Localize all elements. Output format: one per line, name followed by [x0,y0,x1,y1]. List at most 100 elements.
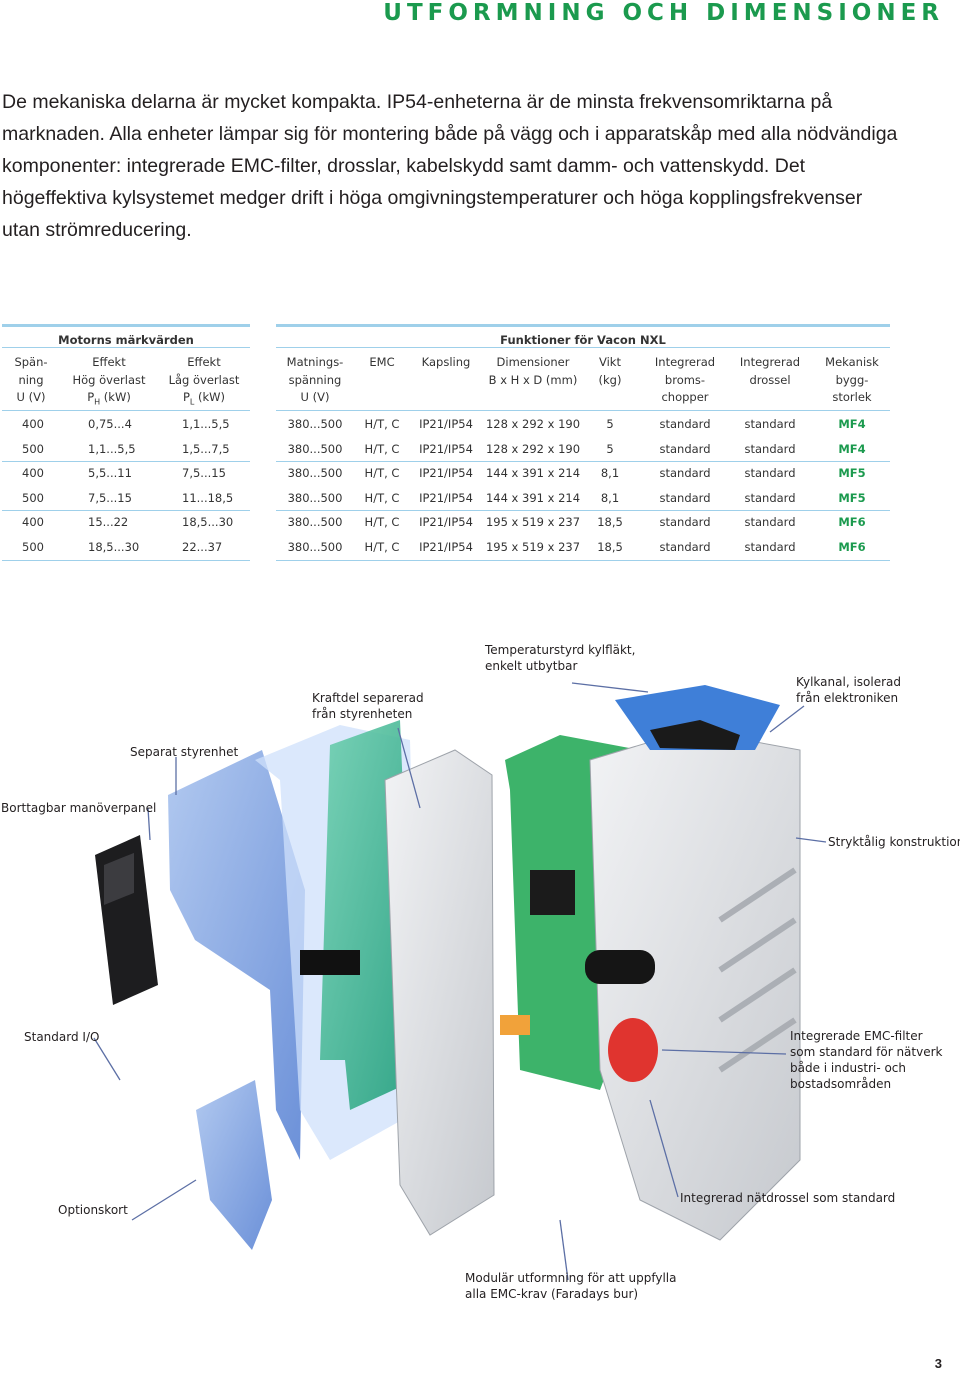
frame-size-cell: MF4 [838,441,866,456]
column-header: Kapsling [421,355,471,369]
choke-coil [608,1018,658,1082]
table-cell: 380...500 [287,466,343,481]
intro-paragraph: De mekaniska delarna är mycket kompakta.… [2,91,898,241]
row-divider [276,510,890,512]
callout-keypad: Borttagbar manöverpanel [1,801,157,815]
table-cell: 8,1 [600,466,620,481]
table-cell: IP21/IP54 [419,417,473,431]
exploded-view-illustration [93,682,827,1281]
table-cell: 18,5 [597,540,623,554]
option-cover [196,1080,272,1250]
table-cell: 380...500 [287,490,343,505]
table-cell: standard [659,515,711,530]
group-header-functions: Funktioner för Vacon NXL [276,324,890,348]
table-cell: 500 [22,490,44,505]
group-header-motor: Motorns märkvärden [2,324,250,348]
table-cell: standard [744,540,796,554]
frame-size-cell: MF4 [838,417,866,431]
table-cell: 0,75...4 [88,417,132,431]
row-divider [276,461,890,463]
column-header: EMC [369,355,395,369]
frame-size-cell: MF6 [838,515,866,530]
table-cell: 1,1...5,5 [182,417,230,431]
frame-size-cell: MF6 [838,540,866,554]
table-cell: standard [659,540,711,554]
table-cell: H/T, C [364,515,400,530]
table-cell: standard [744,490,796,505]
table-cell: H/T, C [364,417,400,431]
table-cell: 500 [22,540,44,554]
table-cell: standard [744,515,796,530]
table-cell: standard [659,466,711,481]
table-cell: 400 [22,466,44,481]
table-cell: IP21/IP54 [419,515,473,530]
frame-size-cell: MF5 [838,466,866,481]
table-cell: 7,5...15 [88,490,132,505]
table-cell: standard [659,490,711,505]
table-cell: 195 x 519 x 237 [485,515,581,530]
frame-size-cell: MF5 [838,490,866,505]
row-divider [2,510,250,512]
callout-standard-io: Standard I/O [24,1030,100,1044]
table-cell: standard [659,417,711,431]
table-cell: IP21/IP54 [419,441,473,456]
table-cell: 380...500 [287,515,343,530]
keypad-display [104,852,134,905]
row-divider [276,559,890,561]
table-cell: standard [744,441,796,456]
table-cell: IP21/IP54 [419,540,473,554]
page-title: UTFORMNING OCH DIMENSIONER [383,0,944,26]
table-cell: 400 [22,417,44,431]
table-cell: standard [744,466,796,481]
power-module [530,870,575,915]
table-cell: IP21/IP54 [419,466,473,481]
table-cell: 18,5 [597,515,623,530]
table-cell: 380...500 [287,417,343,431]
table-cell: H/T, C [364,540,400,554]
front-cover [168,750,305,1160]
table-cell: 8,1 [600,490,620,505]
table-cell: 22...37 [182,540,223,554]
middle-plate [384,749,495,1236]
column-header: Vikt(kg) [598,355,622,387]
orange-connector [500,1015,530,1035]
table-cell: 128 x 292 x 190 [485,417,581,431]
callout-control-unit: Separat styrenhet [130,745,239,759]
table-cell: 11...18,5 [182,490,234,505]
callout-fan: Temperaturstyrd kylfläkt,enkelt utbytbar [485,643,636,673]
table-cell: 380...500 [287,540,343,554]
table-cell: 18,5...30 [182,515,234,530]
table-cell: IP21/IP54 [419,490,473,505]
table-cell: H/T, C [364,441,400,456]
table-cell: 144 x 391 x 214 [485,466,581,481]
table-cell: 18,5...30 [88,540,140,554]
table-cell: 7,5...15 [182,466,226,481]
table-cell: H/T, C [364,490,400,505]
row-divider [2,461,250,463]
table-cell: H/T, C [364,466,400,481]
table-cell: 5 [606,417,614,431]
callout-line-choke: Integrerad nätdrossel som standard [680,1191,896,1205]
table-cell: 5,5...11 [88,466,132,481]
table-cell: 380...500 [287,441,343,456]
board-connector [300,950,360,975]
table-cell: 15...22 [88,515,129,530]
table-cell: 1,5...7,5 [182,441,230,456]
spec-table: Motorns märkvärden Funktioner för Vacon … [0,324,892,564]
table-cell: 500 [22,441,44,456]
table-cell: 5 [606,441,614,456]
table-cell: 144 x 391 x 214 [485,490,581,505]
table-cell: standard [659,441,711,456]
row-divider [2,559,250,561]
